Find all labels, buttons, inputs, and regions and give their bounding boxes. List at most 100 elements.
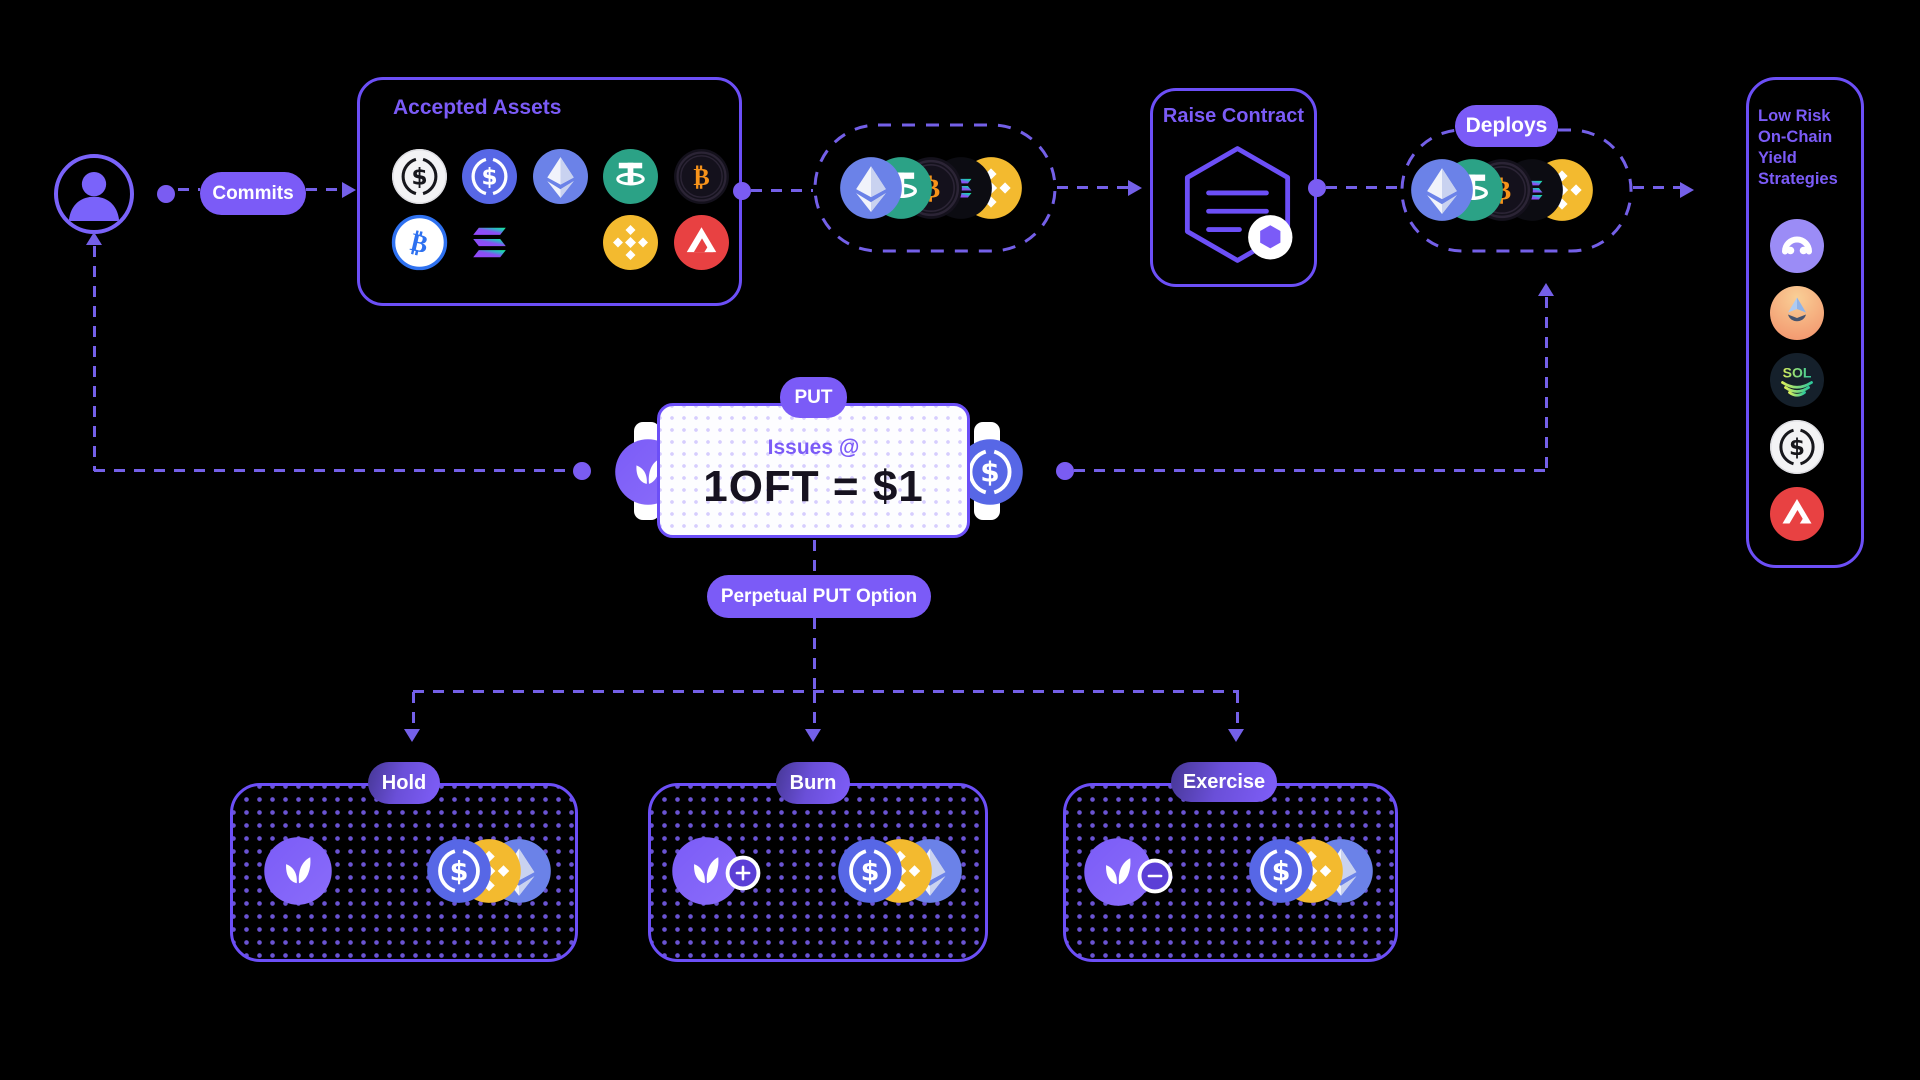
- solflat-icon: [461, 214, 518, 271]
- exercise-badge: Exercise: [1171, 762, 1277, 802]
- person-icon: [58, 158, 130, 230]
- arrowhead-icon: [805, 729, 821, 742]
- eth-icon: [532, 148, 589, 205]
- arc-icon: [1769, 218, 1825, 274]
- raise-contract-title: Raise Contract: [1162, 105, 1305, 127]
- user-avatar: [54, 154, 134, 234]
- arrowhead-icon: [1538, 283, 1554, 296]
- svg-text:$: $: [1789, 435, 1805, 461]
- usdlight-icon: $: [1769, 419, 1825, 475]
- flow-dot: [157, 185, 175, 203]
- strategies-title: Low Risk On-Chain Yield Strategies: [1758, 106, 1862, 190]
- asset-bundle-1: ₿: [839, 156, 1023, 220]
- eth-icon: [839, 156, 903, 220]
- commits-label: Commits: [212, 182, 294, 204]
- exercise-label: Exercise: [1182, 770, 1266, 793]
- put-badge: PUT: [780, 377, 847, 418]
- btclight-icon: ₿: [391, 214, 448, 271]
- svg-text:₿: ₿: [407, 226, 430, 259]
- accepted-assets-box: Accepted Assets $ $ ₿ ₿: [357, 77, 742, 306]
- dashed-connector: [1057, 186, 1128, 189]
- svg-text:$: $: [980, 456, 999, 489]
- exercise-coin-stack: $: [1248, 838, 1374, 904]
- asset-row-1: $ $ ₿: [386, 148, 734, 205]
- dashed-connector: [1633, 186, 1680, 189]
- blank-icon: [532, 214, 589, 271]
- usdc-icon: $: [1248, 838, 1314, 904]
- protocol-token-icon: [1083, 837, 1153, 907]
- usdc-icon: $: [461, 148, 518, 205]
- asset-row-2: ₿: [386, 214, 734, 271]
- right-token-coin: $: [956, 438, 1024, 506]
- dashed-connector: [178, 188, 200, 191]
- flow-dot: [733, 182, 751, 200]
- redeem-minus-icon: [1137, 858, 1173, 894]
- arrowhead-icon: [86, 232, 102, 245]
- arrowhead-icon: [1680, 182, 1694, 198]
- perpetual-put-label: Perpetual PUT Option: [720, 585, 918, 607]
- dashed-connector: [813, 618, 816, 692]
- avax-icon: [673, 214, 730, 271]
- issue-formula: 1OFT = $1: [703, 462, 924, 511]
- svg-text:$: $: [450, 856, 469, 887]
- dashed-connector: [1074, 469, 1546, 472]
- dashed-connector: [1236, 692, 1239, 730]
- btcdark-icon: ₿: [673, 148, 730, 205]
- burn-box: $: [648, 783, 988, 962]
- svg-text:SOL: SOL: [1783, 365, 1812, 381]
- arrowhead-icon: [1128, 180, 1142, 196]
- dashed-connector: [93, 246, 96, 471]
- bnb-icon: [602, 214, 659, 271]
- strategies-title-line: Low Risk: [1758, 107, 1831, 125]
- deploys-label: Deploys: [1465, 114, 1548, 137]
- flow-dot: [573, 462, 591, 480]
- burn-coin-stack: $: [837, 838, 963, 904]
- issues-at-label: Issues @: [767, 436, 860, 459]
- raise-contract-box: Raise Contract: [1150, 88, 1317, 287]
- perpetual-put-pill: Perpetual PUT Option: [707, 575, 931, 618]
- arrowhead-icon: [342, 182, 356, 198]
- contract-document-icon: [1170, 137, 1305, 272]
- strategies-title-line: Yield: [1758, 149, 1797, 167]
- hold-badge: Hold: [368, 762, 440, 804]
- issue-card: Issues @ 1OFT = $1: [657, 403, 970, 538]
- strategy-protocol-icons: SOL $: [1769, 218, 1825, 553]
- svg-text:$: $: [481, 163, 497, 191]
- eth-icon: [1410, 158, 1474, 222]
- dashed-connector: [413, 690, 1239, 693]
- svg-text:₿: ₿: [693, 162, 709, 191]
- usdlight-icon: $: [391, 148, 448, 205]
- protocol-token-icon: [671, 836, 741, 906]
- dashed-connector: [306, 188, 342, 191]
- dashed-connector: [94, 469, 582, 472]
- hold-coin-stack: $: [426, 838, 552, 904]
- asset-bundle-outline: [813, 123, 1057, 253]
- dashed-connector: [1326, 186, 1400, 189]
- accepted-assets-title: Accepted Assets: [393, 96, 562, 119]
- flow-dot: [1056, 462, 1074, 480]
- burn-label: Burn: [789, 771, 837, 794]
- deploys-pill: Deploys: [1455, 105, 1558, 147]
- hold-label: Hold: [381, 771, 427, 794]
- usdc-icon: $: [837, 838, 903, 904]
- hold-box: $: [230, 783, 578, 962]
- avax-icon: [1769, 486, 1825, 542]
- put-label: PUT: [794, 386, 833, 408]
- strategies-title-line: On-Chain: [1758, 128, 1833, 146]
- dashed-connector: [813, 540, 816, 575]
- arrowhead-icon: [404, 729, 420, 742]
- exercise-box: $: [1063, 783, 1398, 962]
- protocol-token-icon: [263, 836, 333, 906]
- svg-text:$: $: [861, 856, 880, 887]
- svg-text:$: $: [411, 163, 427, 191]
- dashed-connector: [751, 189, 813, 192]
- strategies-box: Low Risk On-Chain Yield Strategies SOL $: [1746, 77, 1864, 568]
- asset-bundle-2: ₿: [1410, 158, 1594, 222]
- dashed-connector: [412, 692, 415, 730]
- strategies-title-line: Strategies: [1758, 170, 1838, 188]
- burn-badge: Burn: [776, 762, 850, 804]
- usdc-icon: $: [426, 838, 492, 904]
- dashed-connector: [813, 692, 816, 730]
- flow-dot: [1308, 179, 1326, 197]
